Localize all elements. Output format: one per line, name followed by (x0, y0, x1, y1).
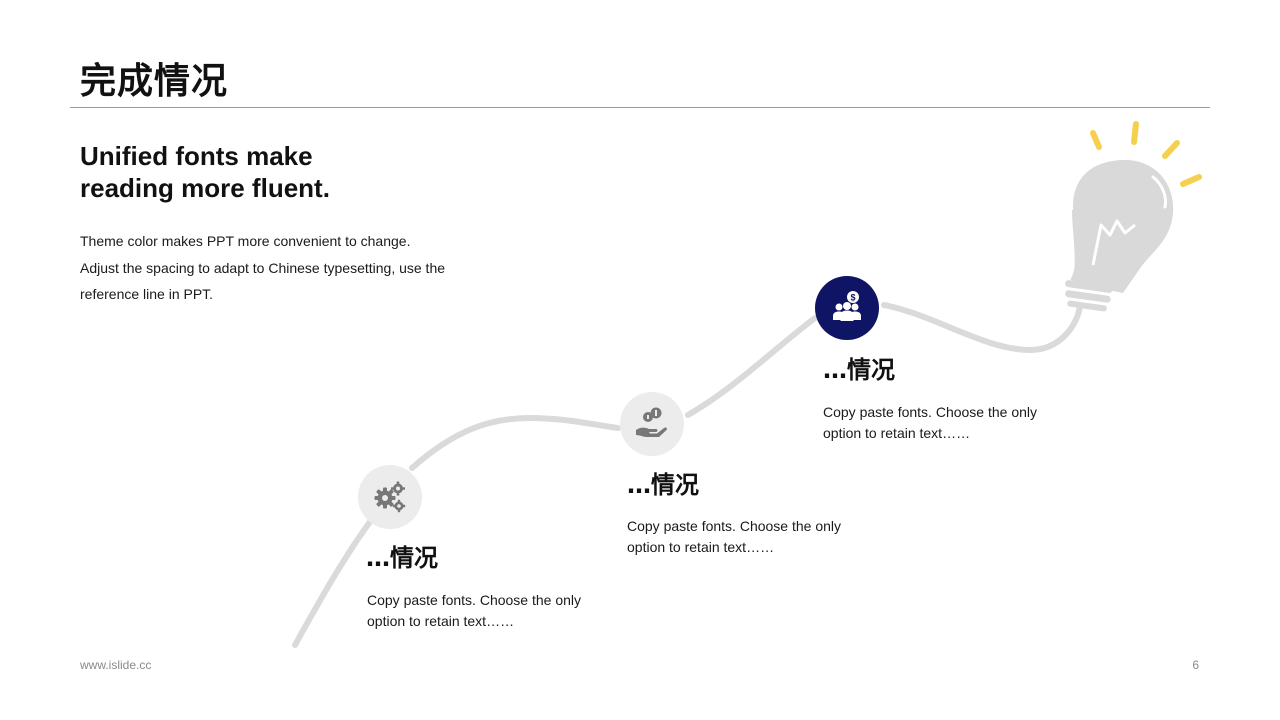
step-2-description: Copy paste fonts. Choose the only option… (627, 516, 867, 558)
step-3-description: Copy paste fonts. Choose the only option… (823, 402, 1063, 444)
footer-url: www.islide.cc (80, 658, 152, 672)
hand-coins-icon (636, 407, 668, 437)
headline-line-2: reading more fluent. (80, 173, 330, 203)
slide-title: 完成情况 (80, 61, 229, 102)
page-number: 6 (1192, 658, 1199, 672)
lightbulb-icon (1065, 121, 1202, 312)
step-3-icon-circle: $ (815, 276, 879, 340)
body-line-1: Theme color makes PPT more convenient to… (80, 233, 411, 249)
step-2-desc-line-2: option to retain text…… (627, 539, 775, 555)
step-3-desc-line-1: Copy paste fonts. Choose the only (823, 404, 1038, 420)
step-1-desc-line-1: Copy paste fonts. Choose the only (367, 592, 582, 608)
step-2-heading: …情况 (627, 471, 699, 499)
svg-text:$: $ (850, 293, 855, 303)
step-2-desc-line-1: Copy paste fonts. Choose the only (627, 518, 842, 534)
step-1-desc-line-2: option to retain text…… (367, 613, 515, 629)
body-text: Theme color makes PPT more convenient to… (80, 228, 480, 308)
step-3-desc-line-2: option to retain text…… (823, 425, 971, 441)
body-line-2: Adjust the spacing to adapt to Chinese t… (80, 259, 446, 276)
headline-line-1: Unified fonts make (80, 141, 313, 171)
step-2-icon-circle (620, 392, 684, 456)
title-divider (70, 107, 1210, 108)
body-line-3: reference line in PPT. (80, 286, 214, 302)
step-1-description: Copy paste fonts. Choose the only option… (367, 590, 607, 632)
step-3-heading: …情况 (823, 356, 895, 384)
headline: Unified fonts make reading more fluent. (80, 140, 330, 204)
gears-icon (374, 481, 406, 513)
step-1-icon-circle (358, 465, 422, 529)
step-1-heading: …情况 (366, 544, 438, 572)
team-money-icon: $ (833, 291, 861, 321)
